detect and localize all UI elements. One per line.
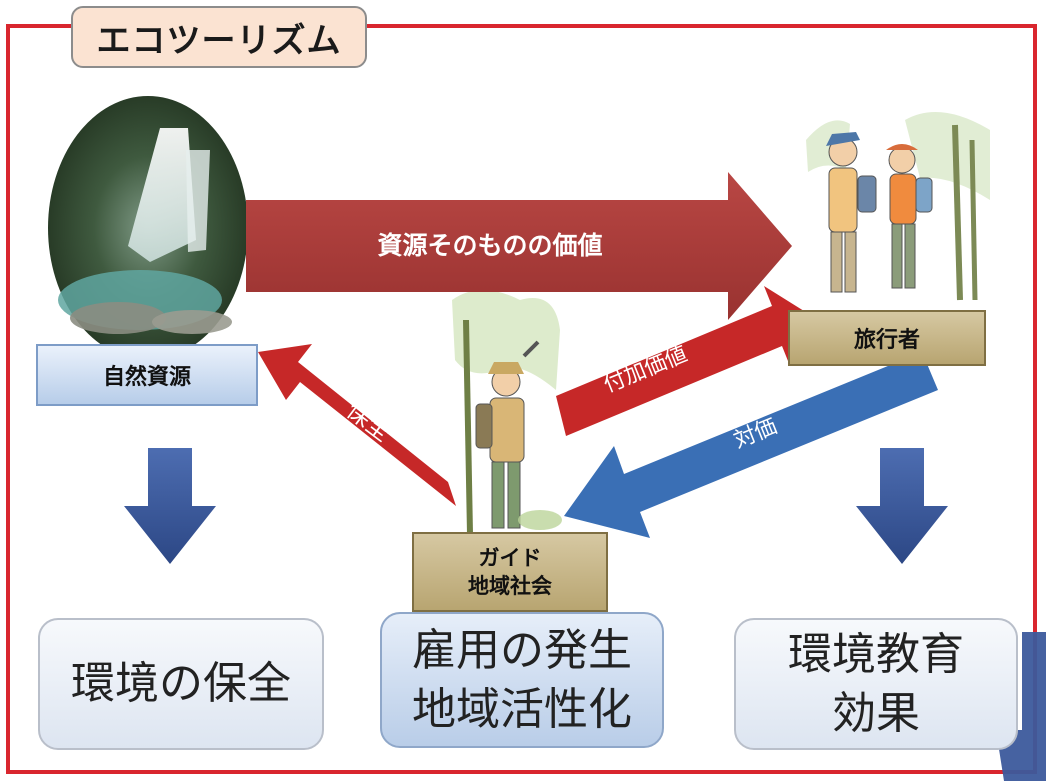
resource-value-arrow: 資源そのものの価値 bbox=[246, 172, 792, 320]
result-employment-revitalization: 雇用の発生 地域活性化 bbox=[380, 612, 664, 748]
traveler-label: 旅行者 bbox=[788, 310, 986, 366]
nature-resource-label: 自然資源 bbox=[36, 344, 258, 406]
result-environmental-education: 環境教育 効果 bbox=[734, 618, 1018, 750]
result-environment-conservation-text: 環境の保全 bbox=[71, 658, 291, 710]
nature-resource-text: 自然資源 bbox=[102, 365, 191, 390]
traveler-illustration bbox=[800, 108, 994, 308]
down-arrow-right bbox=[856, 448, 948, 564]
guide-text: ガイド bbox=[478, 545, 542, 570]
down-arrow-left bbox=[124, 448, 216, 564]
guide-community-label: ガイド 地域社会 bbox=[412, 532, 608, 612]
diagram-title: エコツーリズム bbox=[71, 6, 367, 68]
traveler-text: 旅行者 bbox=[853, 328, 920, 353]
guide-illustration bbox=[452, 288, 562, 535]
result-environment-conservation: 環境の保全 bbox=[38, 618, 324, 750]
diagram-frame bbox=[6, 24, 1037, 774]
result-effect-text: 効果 bbox=[832, 688, 920, 739]
conservation-arrow: 保全 bbox=[258, 344, 456, 506]
result-employment-text: 雇用の発生 bbox=[412, 624, 632, 676]
result-revitalization-text: 地域活性化 bbox=[412, 684, 632, 735]
result-education-text: 環境教育 bbox=[788, 628, 964, 680]
waterfall-photo bbox=[48, 96, 248, 360]
community-text: 地域社会 bbox=[468, 574, 552, 598]
svg-text:資源そのものの価値: 資源そのものの価値 bbox=[377, 231, 602, 260]
